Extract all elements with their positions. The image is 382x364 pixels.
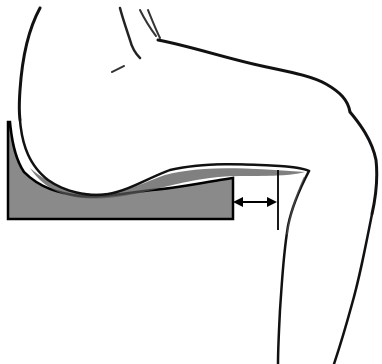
arrow-head-left-icon <box>233 197 243 207</box>
arrow-head-right-icon <box>267 197 277 207</box>
buttock-outline <box>19 8 40 120</box>
hip-detail <box>112 66 124 72</box>
torso-outline <box>120 8 140 58</box>
hand-detail <box>140 10 160 38</box>
shin-front-outline <box>334 214 372 364</box>
knee-front-outline <box>350 112 377 214</box>
clearance-arrow <box>233 197 277 207</box>
calf-back-outline <box>278 171 309 364</box>
thigh-top-outline <box>158 40 350 112</box>
